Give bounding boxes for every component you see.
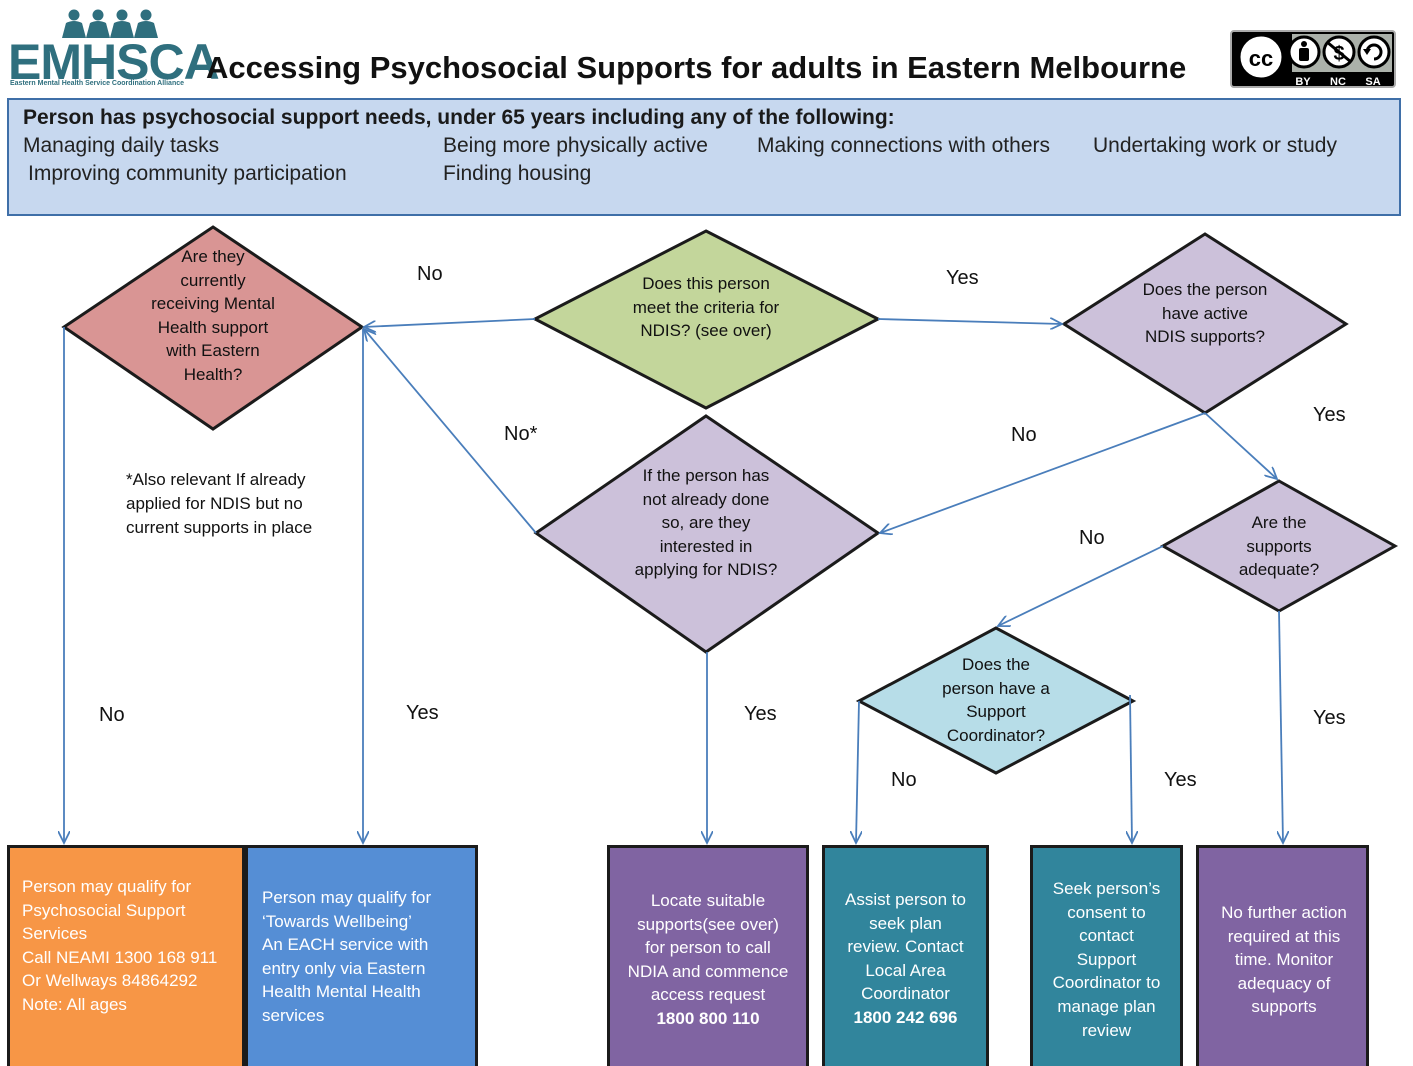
footnote-text: *Also relevant If already applied for ND… [126, 470, 313, 537]
people-icon [62, 9, 158, 38]
label-yes: Yes [1313, 404, 1346, 426]
outcome-locate-text: Locate suitable supports(see over) for p… [627, 891, 789, 1028]
emhsca-logo: EMHSCA Eastern Mental Health Service Coo… [8, 8, 220, 90]
decision-ndis-criteria-text: Does this person meet the criteria for N… [632, 274, 780, 340]
creative-commons-license-badge: cc $ BY NC SA [1230, 30, 1396, 88]
label-no: No [891, 769, 917, 791]
share-alike-icon [1357, 35, 1391, 69]
label-yes: Yes [1313, 707, 1346, 729]
outcome-wellbeing-box: Person may qualify for ‘Towards Wellbein… [245, 845, 478, 1066]
outcome-locate-box: Locate suitable supports(see over) for p… [607, 845, 809, 1066]
decision-mental-health-diamond [61, 225, 365, 431]
license-by: BY [1295, 76, 1311, 88]
label-yes: Yes [744, 703, 777, 725]
need-item: Improving community participation [28, 162, 347, 185]
decision-active-supports-text: Does the person have active NDIS support… [1142, 280, 1268, 346]
label-no: No [417, 263, 443, 285]
need-item: Making connections with others [757, 134, 1050, 157]
svg-text:cc: cc [1249, 46, 1273, 71]
label-yes: Yes [1164, 769, 1197, 791]
arrow-interested-no [364, 329, 537, 534]
arrow-adequate-no [998, 545, 1164, 626]
arrow-coordinator-yes [1130, 694, 1132, 843]
logo-text: EMHSCA [8, 34, 220, 90]
label-no: No [99, 704, 125, 726]
outcome-no-action-text: No further action required at this time.… [1221, 903, 1347, 1017]
label-no-star: No* [504, 423, 538, 445]
logo-subtitle: Eastern Mental Health Service Coordinati… [10, 80, 185, 87]
outcome-consent-text: Seek person’s consent to contact Support… [1052, 879, 1161, 1040]
need-item: Finding housing [443, 162, 592, 185]
non-commercial-icon: $ [1322, 35, 1356, 69]
arrow-active-no [880, 412, 1206, 533]
need-item: Undertaking work or study [1093, 134, 1337, 157]
decision-adequate-text: Are the supports adequate? [1238, 513, 1320, 579]
arrow-adequate-yes [1279, 610, 1283, 843]
outcome-consent-box: Seek person’s consent to contact Support… [1030, 845, 1183, 1066]
license-nc: NC [1330, 76, 1346, 88]
support-needs-panel: Person has psychosocial support needs, u… [7, 98, 1401, 216]
arrow-coordinator-no [856, 700, 859, 843]
page-title: Accessing Psychosocial Supports for adul… [206, 50, 1187, 85]
outcome-no-action-box: No further action required at this time.… [1196, 845, 1369, 1066]
needs-heading: Person has psychosocial support needs, u… [23, 106, 895, 129]
license-sa: SA [1365, 76, 1380, 88]
decision-ndis-criteria-diamond [531, 229, 882, 410]
outcome-psychosocial-text: Person may qualify for Psychosocial Supp… [22, 877, 218, 1014]
need-item: Managing daily tasks [23, 134, 220, 157]
label-no: No [1011, 424, 1037, 446]
label-yes: Yes [406, 702, 439, 724]
decision-mental-health-text: Are they currently receiving Mental Heal… [151, 247, 275, 384]
label-yes: Yes [946, 267, 979, 289]
decision-interested-text: If the person has not already done so, a… [634, 466, 778, 579]
label-no: No [1079, 527, 1105, 549]
outcome-psychosocial-box: Person may qualify for Psychosocial Supp… [7, 845, 245, 1066]
cc-icon [1237, 33, 1285, 81]
decision-interested-diamond [533, 414, 881, 654]
outcome-assist-text: Assist person to seek plan review. Conta… [845, 890, 966, 1027]
arrow-criteria-no [364, 318, 536, 327]
decision-coordinator-text: Does the person have a Support Coordinat… [942, 655, 1050, 745]
outcome-wellbeing-text: Person may qualify for ‘Towards Wellbein… [262, 888, 432, 1025]
attribution-icon [1287, 35, 1321, 69]
arrow-criteria-yes [877, 319, 1062, 324]
decision-coordinator-diamond [855, 626, 1137, 775]
arrow-active-yes [1204, 412, 1277, 479]
outcome-assist-box: Assist person to seek plan review. Conta… [822, 845, 989, 1066]
need-item: Being more physically active [443, 134, 708, 157]
svg-text:$: $ [1333, 43, 1344, 65]
